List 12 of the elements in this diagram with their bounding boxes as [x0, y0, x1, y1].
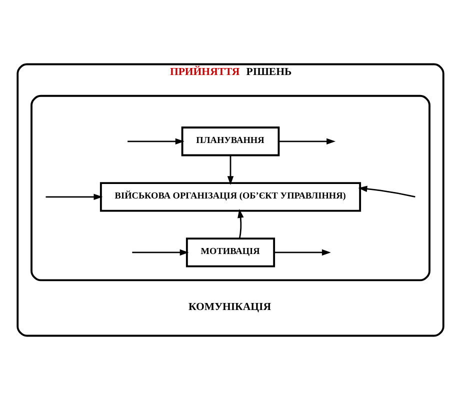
- arrow: [238, 208, 244, 239]
- node-box: МОТИВАЦІЯ: [186, 238, 276, 268]
- arrow: [132, 249, 189, 256]
- arrow: [46, 194, 103, 200]
- arrow: [278, 138, 336, 145]
- arrow: [128, 138, 184, 145]
- arrow: [358, 186, 416, 198]
- arrow: [227, 156, 234, 186]
- cluster: [30, 94, 430, 282]
- arrow: [274, 249, 331, 256]
- node-box: ПЛАНУВАННЯ: [181, 126, 280, 156]
- node-box: ВІЙСЬКОВА ОРГАНІЗАЦІЯ (ОБ’ЄКТ УПРАВЛІННЯ): [100, 182, 362, 212]
